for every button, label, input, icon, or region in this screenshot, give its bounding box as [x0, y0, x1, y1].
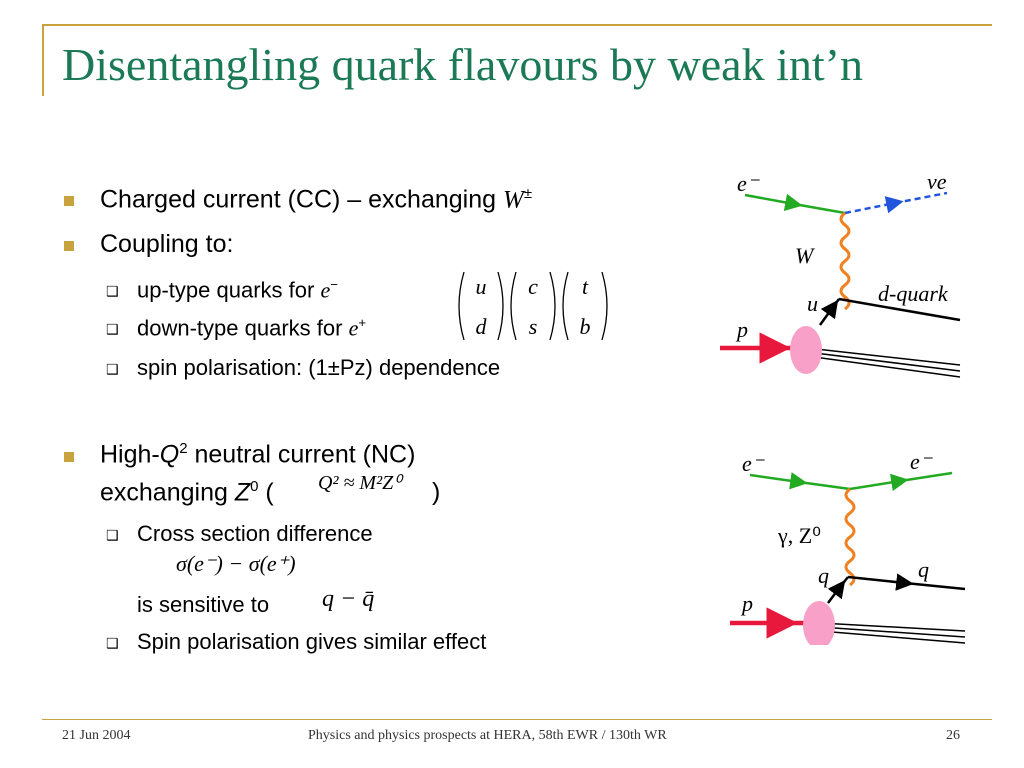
sub-bullet-down-text: down-type quarks for [137, 315, 343, 341]
nc-quark-in-line-2 [839, 576, 849, 588]
doublet-bracket-right-1 [497, 271, 504, 341]
quark-b: b [580, 314, 591, 339]
bullet-cc: Charged current (CC) – exchanging W± [100, 185, 532, 214]
quark-s: s [529, 314, 538, 339]
nc-proton-blob [803, 601, 835, 645]
bullet-cc-sup: ± [523, 185, 533, 202]
nc-quark-out-line [847, 573, 914, 591]
footer-title: Physics and physics prospects at HERA, 5… [308, 728, 667, 743]
bullet-cc-symbol: W [503, 186, 524, 214]
bullet-marker [64, 196, 74, 206]
sub-bullet-down: down-type quarks for e+ [137, 315, 366, 341]
sub-bullet-marker: ❑ [106, 528, 119, 544]
bullet-marker [64, 241, 74, 251]
bullet-nc: High-Q2 neutral current (NC) [100, 440, 415, 469]
cc-label-w: W [795, 243, 815, 268]
nc-quark-in-line [827, 580, 846, 604]
footer-page-number: 26 [946, 728, 960, 743]
cc-quark-in-line-2 [832, 298, 840, 308]
bullet-cc-text: Charged current (CC) – exchanging [100, 185, 497, 214]
nc-electron-out-line-2 [899, 471, 953, 483]
cc-remnant-line [806, 351, 961, 372]
sub-bullet-cross: Cross section difference [137, 521, 373, 546]
nc-remnant-line [819, 630, 966, 644]
quark-doublets: u c t d s b [458, 271, 608, 341]
quark-u: u [476, 274, 487, 299]
doublet-bracket-right-2 [549, 271, 556, 341]
cc-quark-out-line [838, 297, 961, 322]
feynman-diagram-nc: e⁻ e⁻ γ, Z⁰ q q p [730, 449, 966, 645]
slide-title: Disentangling quark flavours by weak int… [62, 39, 863, 90]
cc-neutrino-line [844, 196, 904, 215]
bullet-nc-q-sup: 2 [179, 440, 188, 457]
cc-label-u: u [807, 291, 818, 316]
quark-t: t [582, 274, 589, 299]
nc-label-proton: p [740, 591, 753, 616]
footer-date: 21 Jun 2004 [62, 728, 131, 743]
nc-label-electron-in: e⁻ [742, 451, 766, 476]
frame-horizontal-rule [42, 24, 992, 26]
nc-label-quark-in: q [818, 563, 829, 588]
bullet-marker [64, 452, 74, 462]
cc-label-electron: e⁻ [737, 171, 761, 196]
doublet-bracket-left-2 [510, 271, 517, 341]
bullet-nc-paren-open: ( [258, 478, 274, 507]
sub-bullet-up-text: up-type quarks for [137, 277, 315, 303]
doublet-bracket-right-3 [601, 271, 608, 341]
formula-sigma-difference: σ(e⁻) − σ(e⁺) [176, 551, 296, 576]
cc-w-boson-line [839, 211, 851, 311]
cc-quark-in-line [818, 299, 839, 326]
bullet-coupling: Coupling to: [100, 230, 234, 258]
doublet-bracket-left-3 [562, 271, 569, 341]
cc-label-d-quark: d-quark [878, 281, 949, 306]
cc-neutrino-line-2 [894, 191, 948, 205]
footer-rule [42, 719, 992, 720]
feynman-diagram-cc: e⁻ νe W u d-quark p [720, 169, 961, 378]
formula-q-minus-qbar: q − q̄ [322, 586, 375, 612]
cc-remnant-line [806, 347, 961, 366]
sub-bullet-marker: ❑ [106, 284, 119, 300]
bullet-nc-prefix: High- [100, 440, 160, 469]
sub-bullet-down-sup: + [358, 315, 367, 330]
bullet-nc-exch-prefix: exchanging [100, 478, 235, 507]
bullet-nc-suffix: neutral current (NC) [187, 440, 416, 469]
nc-electron-out-line [849, 473, 909, 492]
bullet-nc-z-sup: 0 [250, 478, 259, 495]
sub-bullet-marker: ❑ [106, 636, 119, 652]
cc-label-proton: p [735, 317, 748, 342]
nc-label-boson: γ, Z⁰ [777, 523, 821, 548]
sub-bullet-up: up-type quarks for e− [137, 277, 338, 303]
bullet-nc-paren-close: ) [432, 478, 441, 506]
nc-electron-in-line [749, 472, 808, 490]
sub-bullet-up-sup: − [330, 277, 338, 292]
frame-vertical-rule [42, 24, 44, 96]
sub-bullet-marker: ❑ [106, 322, 119, 338]
sub-bullet-marker: ❑ [106, 362, 119, 378]
cc-label-neutrino: νe [927, 169, 947, 194]
nc-quark-out-line-2 [904, 581, 966, 591]
nc-remnant-line [819, 622, 966, 632]
bullet-nc-q: Q [159, 440, 180, 469]
cc-electron-in-line-2 [793, 202, 846, 215]
sub-bullet-spin2: Spin polarisation gives similar effect [137, 629, 487, 654]
cc-electron-in-line [744, 193, 803, 212]
sub-bullet-down-symbol: e [348, 315, 359, 341]
cc-remnant-line [806, 355, 961, 378]
quark-d: d [476, 314, 488, 339]
nc-remnant-line [819, 626, 966, 638]
nc-label-electron-out: e⁻ [910, 449, 934, 474]
formula-q2-approx-mz: Q² ≈ M²Z⁰ [318, 472, 402, 494]
nc-boson-line [844, 487, 856, 587]
bullet-nc-line2: exchanging Z0 ( [100, 478, 274, 507]
quark-c: c [528, 274, 538, 299]
sub-bullet-up-symbol: e [320, 277, 331, 303]
cc-proton-blob [790, 326, 822, 374]
sub-bullet-sensitive: is sensitive to [137, 592, 270, 617]
doublet-bracket-left-1 [458, 271, 465, 341]
sub-bullet-spin: spin polarisation: (1±Pz) dependence [137, 355, 501, 380]
nc-label-quark-out: q [918, 557, 929, 582]
nc-electron-in-line-2 [798, 480, 851, 491]
bullet-nc-z: Z [234, 478, 251, 507]
